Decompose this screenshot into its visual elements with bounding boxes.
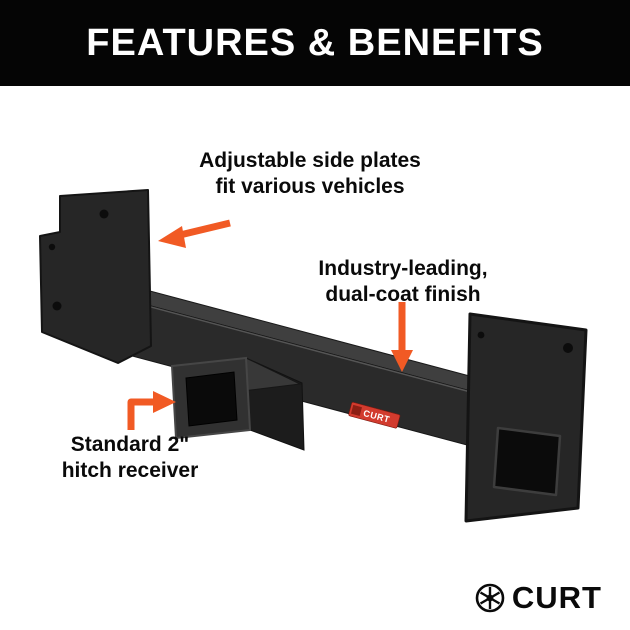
features-benefits-banner: FEATURES & BENEFITS [0,0,630,86]
callout-side-plates-line2: fit various vehicles [215,175,405,199]
curt-sticker: CURT [348,402,401,429]
receiver-tube [170,356,305,451]
arrow-to-receiver [127,391,176,430]
curt-logo: CURT [475,580,602,616]
curt-logo-icon [475,583,505,613]
banner-title: FEATURES & BENEFITS [86,21,544,64]
curt-logo-text: CURT [511,580,602,615]
arrow-to-finish [391,302,413,372]
callout-receiver: Standard 2" hitch receiver [30,432,230,485]
callout-finish-line1: Industry-leading, [318,257,488,280]
callout-receiver-line2: hitch receiver [61,459,199,483]
callout-side-plates: Adjustable side plates fit various vehic… [170,148,450,201]
arrow-to-side-plate [158,219,231,248]
callout-finish-line2: dual-coat finish [325,283,481,307]
callout-receiver-line1: Standard 2" [70,433,190,456]
right-side-plate [464,312,588,523]
callout-finish: Industry-leading, dual-coat finish [283,256,523,309]
callout-side-plates-line1: Adjustable side plates [199,149,421,172]
left-side-plate [39,189,152,364]
